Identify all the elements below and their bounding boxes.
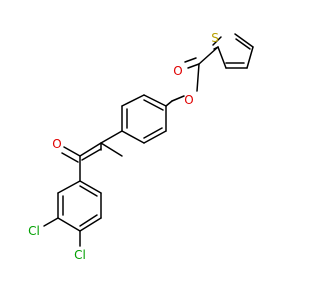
bond — [121, 130, 145, 144]
phenylene-ring — [121, 94, 173, 144]
structure-canvas: S O O O Cl Cl — [28, 31, 254, 262]
atom-sulfur: S — [211, 31, 219, 45]
ketone-group — [61, 146, 81, 182]
bond — [79, 142, 102, 157]
bond — [187, 63, 200, 69]
bond — [81, 148, 102, 161]
atom-chlorine-para: Cl — [74, 248, 86, 262]
bond — [100, 130, 123, 144]
bond — [100, 142, 123, 157]
bond — [198, 46, 219, 65]
bond — [196, 63, 200, 92]
vinyl-linker — [79, 130, 123, 161]
bond — [121, 94, 145, 107]
bond — [79, 185, 98, 197]
atom-ketone-oxygen: O — [52, 137, 61, 151]
bond — [235, 38, 251, 50]
ester-group — [171, 57, 200, 102]
bond — [79, 180, 102, 194]
bond — [143, 127, 163, 139]
bond — [79, 214, 98, 227]
bond — [43, 217, 59, 227]
atom-ester-oxygen: O — [184, 93, 193, 107]
bond — [184, 57, 197, 63]
bond — [143, 99, 164, 111]
bond — [79, 217, 102, 232]
bond — [171, 95, 185, 102]
thiophene-ring — [198, 33, 254, 69]
bond — [234, 33, 254, 48]
bond — [57, 180, 81, 194]
atom-carbonyl-oxygen: O — [173, 64, 182, 78]
atom-chlorine-meta: Cl — [28, 224, 40, 238]
dichlorophenyl-ring — [43, 180, 102, 247]
molecule-diagram: S O O O Cl Cl — [28, 31, 254, 262]
bond — [61, 152, 79, 163]
bond — [246, 46, 254, 69]
bond — [57, 217, 81, 232]
bond — [143, 130, 167, 144]
bond — [212, 36, 222, 46]
bond — [143, 94, 167, 107]
bond — [165, 100, 173, 107]
bond — [63, 146, 81, 157]
bond — [217, 46, 227, 69]
